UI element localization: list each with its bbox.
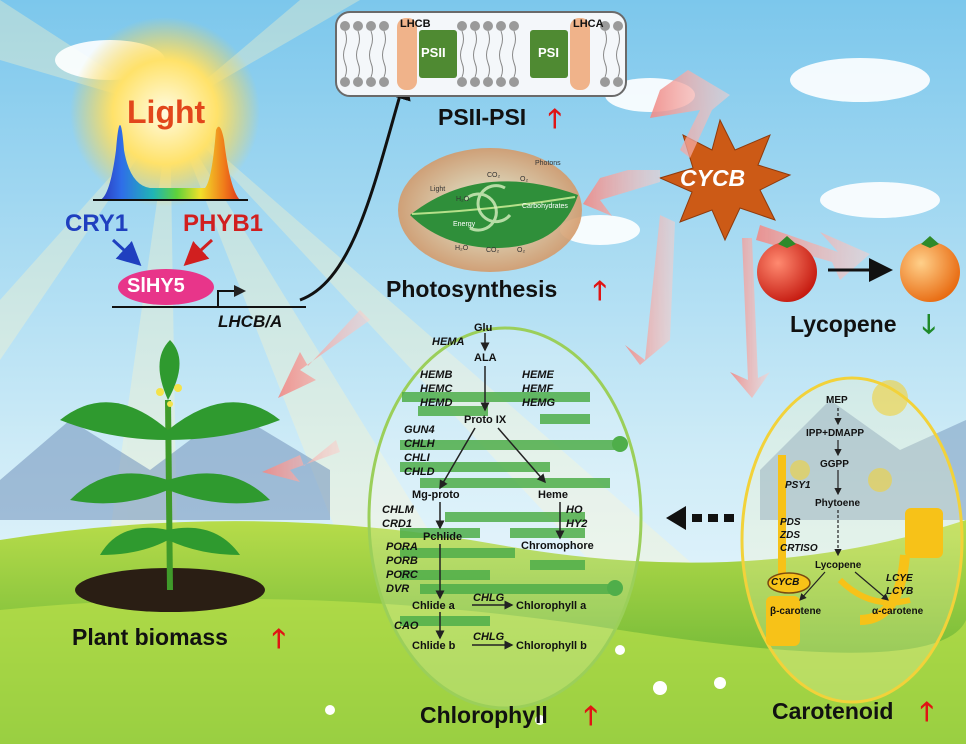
leaf-label-o2-bottom: O₂ [517, 247, 526, 254]
lhca-label: LHCA [573, 18, 604, 30]
gene-lcyb: LCYB [886, 586, 914, 597]
gene-pds: PDS [780, 517, 801, 528]
chlorophyll-caption: Chlorophyll [420, 702, 548, 728]
gene-dvr: DVR [386, 583, 410, 595]
lycopene-down-arrow: 🡓 [922, 309, 936, 339]
gene-porb: PORB [386, 555, 418, 567]
gene-gun4: GUN4 [404, 424, 435, 436]
psii-label: PSII [421, 45, 446, 60]
gene-porc: PORC [386, 569, 418, 581]
metabolite-pchlide: Pchlide [423, 531, 463, 543]
psi-label: PSI [538, 45, 559, 60]
lycopene-caption: Lycopene [790, 311, 897, 337]
gene-hemd: HEMD [420, 397, 453, 409]
gene-hema: HEMA [432, 336, 465, 348]
psii-psi-up-arrow: 🡑 [548, 103, 562, 133]
cycb-label: CYCB [680, 165, 746, 191]
gene-chlg-b: CHLG [473, 631, 505, 643]
metabolite-chlide-a: Chlide a [412, 600, 455, 612]
carotenoid-caption: Carotenoid [772, 698, 894, 724]
metabolite-glu: Glu [474, 322, 493, 334]
slhy5-label: SlHY5 [127, 275, 185, 297]
leaf-label-h2o-top: H₂O [456, 196, 470, 203]
cry1-label: CRY1 [65, 210, 129, 237]
gene-ho: HO [566, 504, 583, 516]
metabolite-chlorophyll-b: Chlorophyll b [516, 640, 587, 652]
metabolite-chlorophyll-a: Chlorophyll a [516, 600, 587, 612]
gene-cao: CAO [394, 620, 419, 632]
gene-chlm: CHLM [382, 504, 414, 516]
photosynthesis-caption: Photosynthesis [386, 276, 558, 302]
gene-hemb: HEMB [420, 369, 453, 381]
gene-pora: PORA [386, 541, 418, 553]
photosynthesis-up-arrow: 🡑 [593, 275, 607, 305]
metabolite-ala: ALA [474, 352, 497, 364]
gene-chlg-a: CHLG [473, 592, 505, 604]
metabolite-heme: Heme [538, 489, 568, 501]
metabolite-mgproto: Mg-proto [412, 489, 460, 501]
metabolite-ipp-dmapp: IPP+DMAPP [806, 428, 865, 439]
gene-heme: HEME [522, 369, 554, 381]
gene-hy2: HY2 [566, 518, 588, 530]
lhcb-label: LHCB [400, 18, 431, 30]
light-title: Light [127, 94, 206, 130]
gene-hemg: HEMG [522, 397, 555, 409]
gene-lcye: LCYE [886, 573, 913, 584]
metabolite-protoix: Proto IX [464, 414, 507, 426]
chlorophyll-up-arrow: 🡑 [584, 700, 598, 730]
metabolite-chromophore: Chromophore [521, 540, 594, 552]
metabolite-chlide-b: Chlide b [412, 640, 456, 652]
leaf-label-co2-top: CO₂ [487, 172, 501, 179]
gene-cycb: CYCB [771, 577, 800, 588]
plant-biomass-caption: Plant biomass [72, 624, 228, 650]
gene-crtiso: CRTISO [780, 543, 818, 554]
leaf-label-photons: Photons [535, 160, 561, 167]
metabolite-lycopene: Lycopene [815, 560, 862, 571]
metabolite-alpha-carotene: α-carotene [872, 606, 924, 617]
metabolite-phytoene: Phytoene [815, 498, 861, 509]
leaf-label-energy: Energy [453, 221, 476, 228]
metabolite-beta-carotene: β-carotene [770, 606, 822, 617]
lhcb-a-gene-label: LHCB/A [218, 312, 283, 331]
gene-psy1: PSY1 [785, 480, 811, 491]
gene-chlh: CHLH [404, 438, 435, 450]
carotenoid-up-arrow: 🡑 [920, 696, 934, 726]
gene-hemc: HEMC [420, 383, 453, 395]
phyb1-label: PHYB1 [183, 210, 264, 237]
metabolite-ggpp: GGPP [820, 459, 849, 470]
leaf-label-o2-top: O₂ [520, 176, 529, 183]
leaf-label-h2o-bottom: H₂O [455, 245, 469, 252]
gene-chli: CHLI [404, 452, 430, 464]
gene-chld: CHLD [404, 466, 435, 478]
leaf-label-co2-bottom: CO₂ [486, 247, 500, 254]
metabolite-mep: MEP [826, 395, 848, 406]
plant-biomass-up-arrow: 🡑 [272, 623, 286, 653]
leaf-label-light: Light [430, 186, 446, 193]
gene-hemf: HEMF [522, 383, 554, 395]
gene-crd1: CRD1 [382, 518, 412, 530]
gene-zds: ZDS [780, 530, 800, 541]
psii-psi-caption: PSII-PSI [438, 104, 527, 130]
leaf-label-carbohydrates: Carbohydrates [522, 203, 568, 210]
